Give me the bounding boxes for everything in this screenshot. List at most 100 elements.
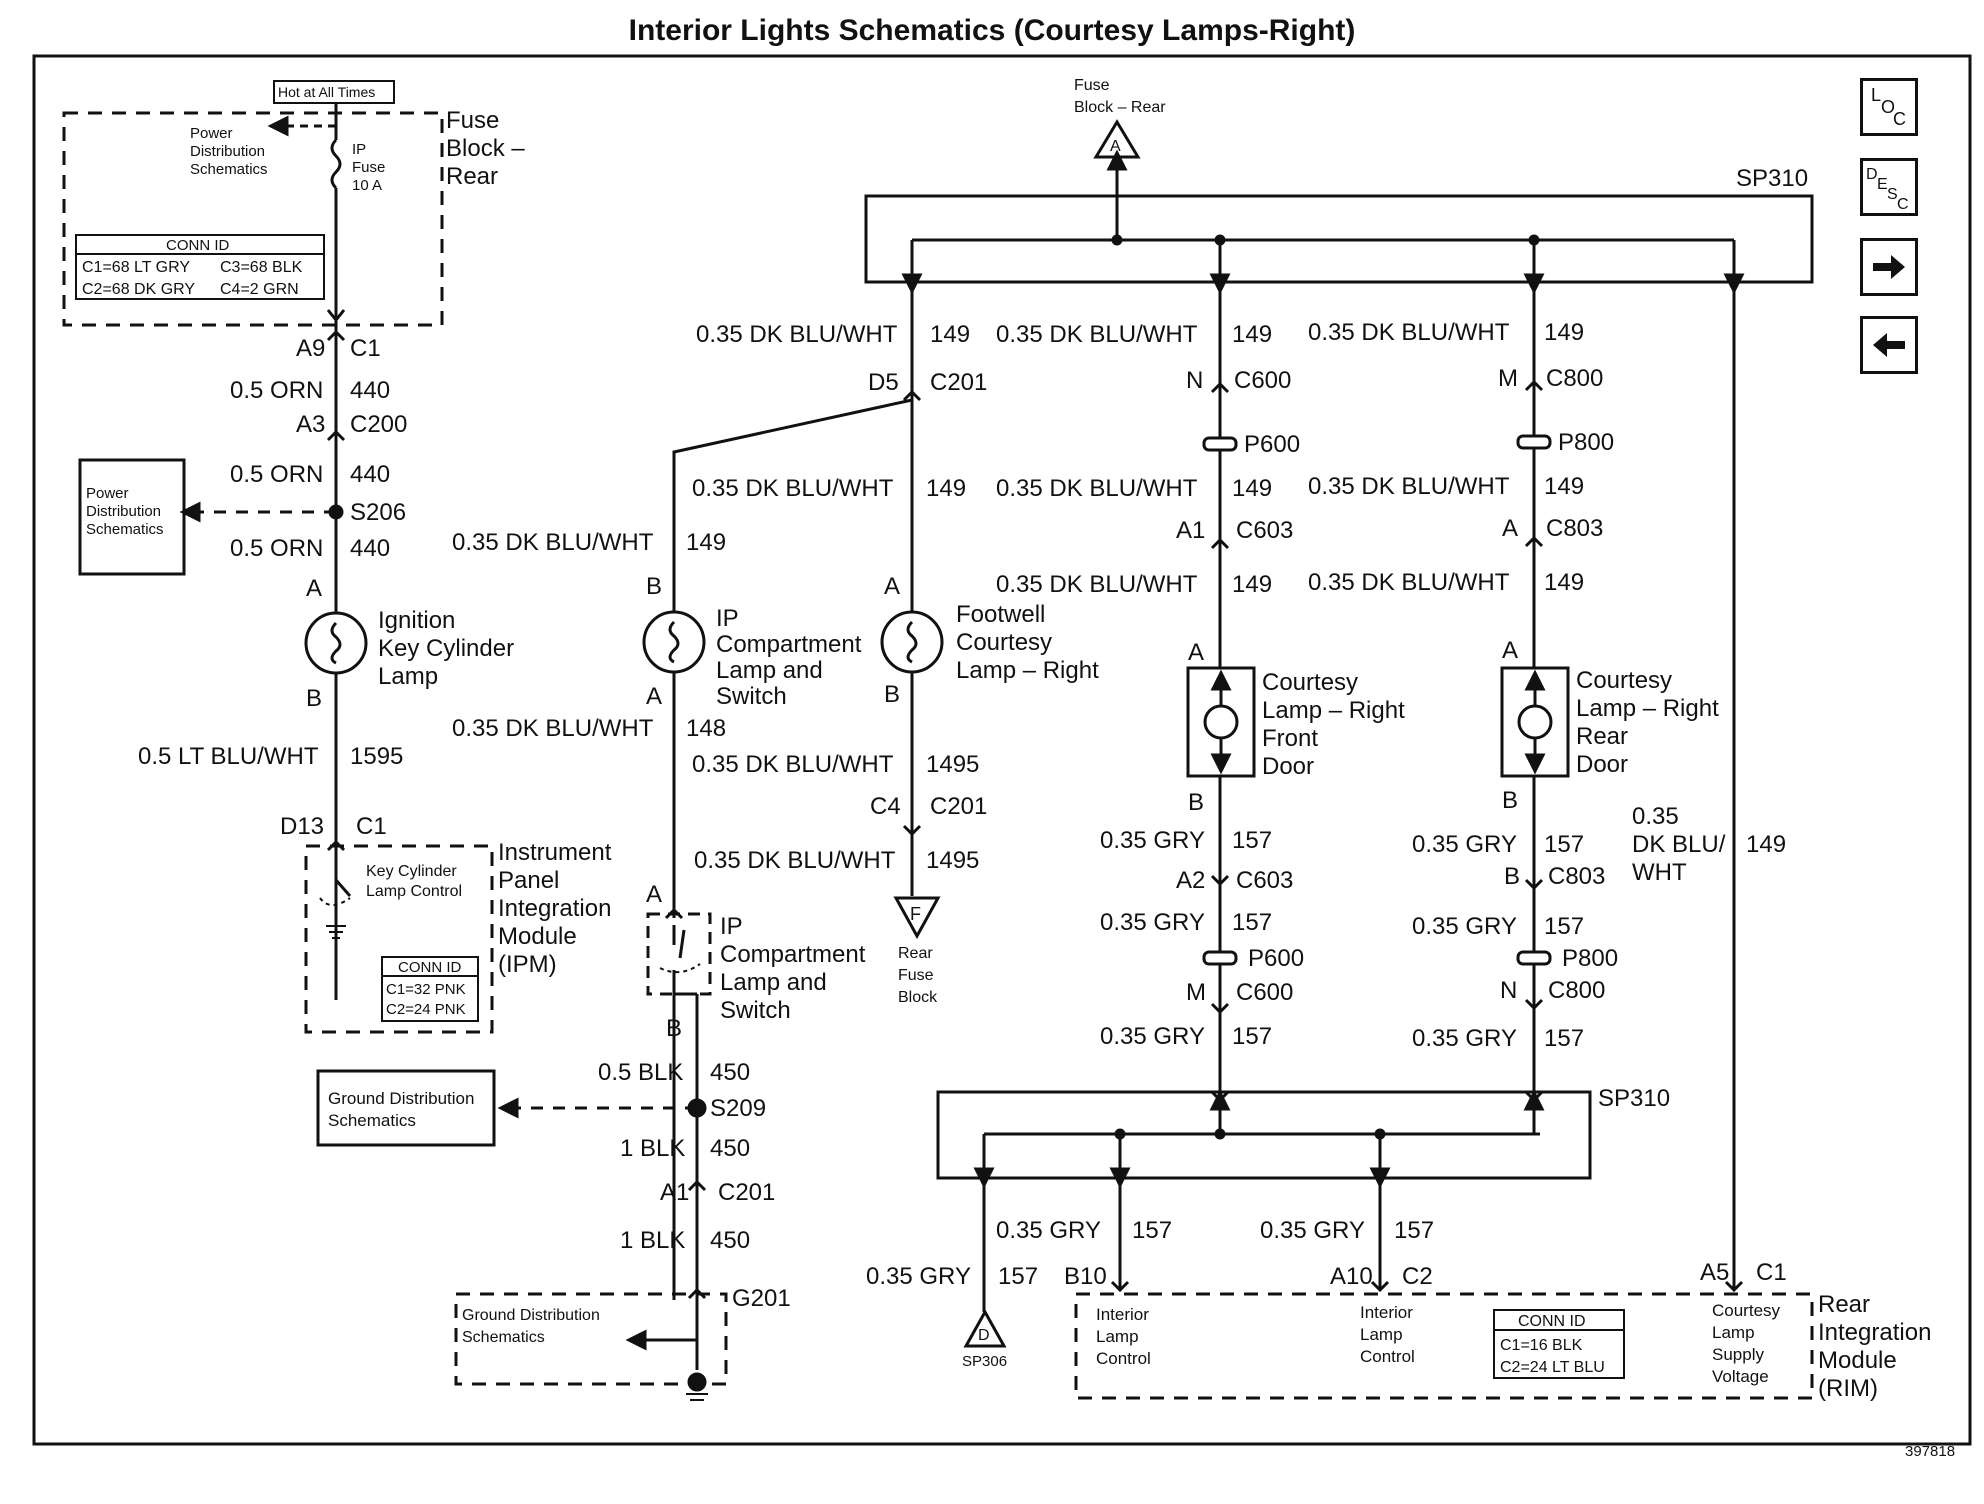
fb-conn-3: C2=68 DK GRY bbox=[82, 281, 195, 298]
ml-pin-b2: B bbox=[666, 1015, 682, 1042]
ip-switch-box bbox=[646, 912, 712, 996]
ml-w4-gauge: 1 BLK bbox=[620, 1135, 685, 1162]
fuse-conn-id-box bbox=[75, 234, 325, 300]
ml-switch-1: IP bbox=[720, 913, 743, 940]
p600-bottom bbox=[1202, 950, 1238, 966]
footwell-lamp-3: Lamp – Right bbox=[956, 657, 1099, 684]
rw-gauge-3: WHT bbox=[1632, 859, 1687, 886]
fd-lamp-2: Lamp – Right bbox=[1262, 697, 1405, 724]
arrow-right-icon bbox=[1873, 255, 1905, 279]
svg-text:S: S bbox=[1887, 186, 1898, 203]
fb-conn-1: C1=68 LT GRY bbox=[82, 259, 190, 276]
left-power-2: Distribution bbox=[86, 503, 161, 520]
ground-dist-box bbox=[316, 1069, 496, 1147]
ipm-name-5: (IPM) bbox=[498, 951, 557, 978]
document-id: 397818 bbox=[1905, 1443, 1956, 1460]
ml-lamp-2: Compartment bbox=[716, 631, 862, 658]
fd-lamp-3: Front bbox=[1262, 725, 1318, 752]
arrow-left-icon bbox=[1873, 333, 1905, 357]
ml-s209: S209 bbox=[710, 1095, 766, 1122]
ipm-conn-1: C1=32 PNK bbox=[386, 981, 466, 998]
ml-a1: A1 bbox=[660, 1179, 689, 1206]
bot-b10: B10 bbox=[1064, 1263, 1107, 1290]
ml-switch-2: Compartment bbox=[720, 941, 866, 968]
hot-label-box bbox=[273, 80, 395, 104]
bot-sp306: SP306 bbox=[962, 1353, 1007, 1370]
bot-w2-num: 157 bbox=[1394, 1217, 1434, 1244]
ground-box-1: Ground Distribution bbox=[328, 1089, 474, 1108]
fd-pin-a: A bbox=[1188, 639, 1204, 666]
rd-m: M bbox=[1498, 365, 1518, 392]
ground-box2-2: Schematics bbox=[462, 1329, 545, 1346]
ml-switch-4: Switch bbox=[720, 997, 791, 1024]
ml-w5-num: 450 bbox=[710, 1227, 750, 1254]
bot-c1: C1 bbox=[1756, 1259, 1787, 1286]
svg-text:C: C bbox=[1897, 196, 1909, 213]
fd-a1: A1 bbox=[1176, 517, 1205, 544]
fd-w5-gauge: 0.35 GRY bbox=[1100, 909, 1205, 936]
rim-pin1-2: Lamp bbox=[1096, 1327, 1139, 1346]
rd-a: A bbox=[1502, 515, 1518, 542]
bot-w3-num: 157 bbox=[998, 1263, 1038, 1290]
fb-conn-2: C3=68 BLK bbox=[220, 259, 303, 276]
rd-w1-num: 149 bbox=[1544, 319, 1584, 346]
fd-w3-gauge: 0.35 DK BLU/WHT bbox=[996, 571, 1198, 598]
fb-power-dist-1: Power bbox=[190, 125, 233, 142]
rd-lamp-1: Courtesy bbox=[1576, 667, 1672, 694]
mid-w3-num: 1495 bbox=[926, 751, 979, 778]
ml-lamp-3: Lamp and bbox=[716, 657, 823, 684]
rim-conn-2: C2=24 LT BLU bbox=[1500, 1359, 1605, 1376]
back-button[interactable] bbox=[1860, 316, 1918, 374]
footwell-lamp-symbol bbox=[880, 610, 944, 674]
fuse-label-2: Fuse bbox=[352, 159, 385, 176]
rd-w3-num: 149 bbox=[1544, 569, 1584, 596]
loc-icon: L O C bbox=[1871, 85, 1906, 129]
fd-w4-gauge: 0.35 GRY bbox=[1100, 827, 1205, 854]
top-fuse-2: Block – Rear bbox=[1074, 99, 1166, 116]
mid-rear-fuse-3: Block bbox=[898, 989, 938, 1006]
fb-power-dist-2: Distribution bbox=[190, 143, 265, 160]
rd-n: N bbox=[1500, 977, 1517, 1004]
ipm-name-4: Module bbox=[498, 923, 577, 950]
fd-w6-gauge: 0.35 GRY bbox=[1100, 1023, 1205, 1050]
ml-g201: G201 bbox=[732, 1285, 791, 1312]
g201-ground bbox=[687, 1372, 707, 1392]
rim-box bbox=[1074, 1292, 1814, 1400]
rd-c803: C803 bbox=[1546, 515, 1603, 542]
mid-w4-gauge: 0.35 DK BLU/WHT bbox=[694, 847, 896, 874]
rd-c800: C800 bbox=[1546, 365, 1603, 392]
top-fuse-1: Fuse bbox=[1074, 77, 1110, 94]
fuse-label-3: 10 A bbox=[352, 177, 382, 194]
svg-text:C: C bbox=[1893, 109, 1906, 129]
ignition-lamp-3: Lamp bbox=[378, 663, 438, 690]
ground-box2-1: Ground Distribution bbox=[462, 1307, 600, 1324]
ml-pin-a2: A bbox=[646, 881, 662, 908]
fd-w6-num: 157 bbox=[1232, 1023, 1272, 1050]
bot-sp310: SP310 bbox=[1598, 1085, 1670, 1112]
rim-pin3-1: Courtesy bbox=[1712, 1301, 1781, 1320]
fuse-block-name-3: Rear bbox=[446, 163, 498, 190]
mid-w1-num: 149 bbox=[930, 321, 970, 348]
left-pin-a: A bbox=[306, 575, 322, 602]
loc-button[interactable]: L O C bbox=[1860, 78, 1918, 136]
ml-w1-gauge: 0.35 DK BLU/WHT bbox=[452, 529, 654, 556]
ml-w3-gauge: 0.5 BLK bbox=[598, 1059, 683, 1086]
fd-w5-num: 157 bbox=[1232, 909, 1272, 936]
hot-label: Hot at All Times bbox=[278, 84, 375, 100]
next-button[interactable] bbox=[1860, 238, 1918, 296]
rim-name-3: Module bbox=[1818, 1347, 1897, 1374]
rd-w2-num: 149 bbox=[1544, 473, 1584, 500]
ipm-switch-1: Key Cylinder bbox=[366, 863, 457, 880]
ml-w4-num: 450 bbox=[710, 1135, 750, 1162]
rd-lamp-4: Door bbox=[1576, 751, 1628, 778]
ml-w2-gauge: 0.35 DK BLU/WHT bbox=[452, 715, 654, 742]
bot-w1-gauge: 0.35 GRY bbox=[996, 1217, 1101, 1244]
fd-n: N bbox=[1186, 367, 1203, 394]
ml-w2-num: 148 bbox=[686, 715, 726, 742]
desc-button[interactable]: D E S C bbox=[1860, 158, 1918, 216]
left-w3-num: 440 bbox=[350, 535, 390, 562]
page-title: Interior Lights Schematics (Courtesy Lam… bbox=[628, 14, 1356, 47]
svg-text:D: D bbox=[1866, 166, 1878, 183]
fd-w4-num: 157 bbox=[1232, 827, 1272, 854]
p800-top bbox=[1516, 434, 1552, 450]
